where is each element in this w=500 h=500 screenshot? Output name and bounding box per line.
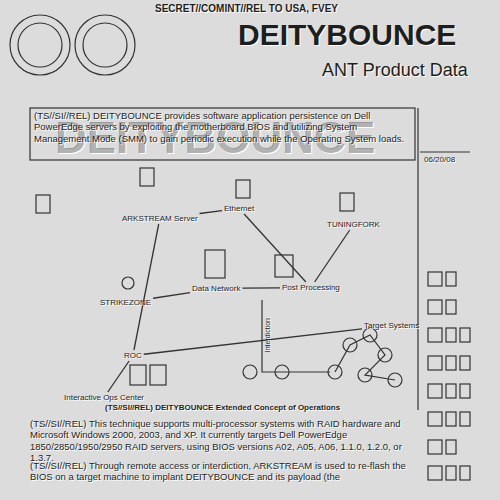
connector (315, 230, 350, 282)
node-text: Interactive Ops Center (64, 393, 144, 402)
node-text: Post Processing (282, 283, 340, 292)
node-text: Target Systems (364, 321, 419, 330)
label: ANT Product Data (322, 60, 468, 82)
label: SECRET//COMINT//REL TO USA, FVEY (155, 3, 338, 15)
node-label-box: Post Processing (280, 282, 342, 293)
node-label-box: Ethernet (222, 203, 256, 214)
node-circle (243, 365, 257, 379)
node-label-box: STRIKEZONE (98, 297, 153, 308)
computer-icon (36, 195, 50, 213)
label: (TS//SI//REL) Through remote access or i… (30, 460, 420, 483)
title: DEITYBOUNCE (238, 18, 456, 52)
node-label-box: ARKSTREAM Server (120, 213, 200, 224)
connector (144, 329, 362, 354)
connector (108, 361, 129, 392)
node-label-box: Data Network (190, 283, 242, 294)
node-text: Data Network (192, 284, 240, 293)
seal (10, 15, 70, 75)
label: (TS//SI//REL) DEITYBOUNCE provides softw… (34, 110, 412, 144)
redaction-boxes (428, 272, 470, 480)
connector (153, 293, 190, 299)
node-label-box: ROC (122, 350, 144, 361)
seal-ring (18, 23, 62, 67)
computer-icon (140, 168, 154, 186)
connector (134, 224, 159, 350)
label: Interdiction (264, 318, 272, 352)
node-circle (275, 365, 289, 379)
person-icon (122, 277, 134, 289)
seal-ring (83, 23, 127, 67)
connector (200, 211, 222, 214)
server-icon (205, 250, 225, 278)
tick (420, 151, 470, 152)
node-label-box: Target Systems (362, 320, 421, 331)
computer-icon (130, 365, 146, 385)
connector (242, 287, 280, 289)
date-label: 06/20/08 (424, 155, 455, 165)
node-label-box: TUNINGFORK (325, 219, 382, 230)
node-text: TUNINGFORK (327, 220, 380, 229)
seal (75, 15, 135, 75)
divider (417, 108, 418, 410)
computer-icon (150, 365, 166, 385)
computer-icon (236, 180, 250, 198)
computer-icon (340, 193, 354, 211)
node-text: ARKSTREAM Server (122, 214, 198, 223)
caption: (TS//SI//REL) DEITYBOUNCE Extended Conce… (105, 403, 340, 412)
node-label-box: Interactive Ops Center (62, 392, 146, 403)
node-text: Ethernet (224, 204, 254, 213)
node-text: ROC (124, 351, 142, 360)
connector (244, 214, 306, 282)
wire (335, 335, 395, 380)
node-text: STRIKEZONE (100, 298, 151, 307)
label: (TS//SI//REL) This technique supports mu… (30, 418, 420, 464)
